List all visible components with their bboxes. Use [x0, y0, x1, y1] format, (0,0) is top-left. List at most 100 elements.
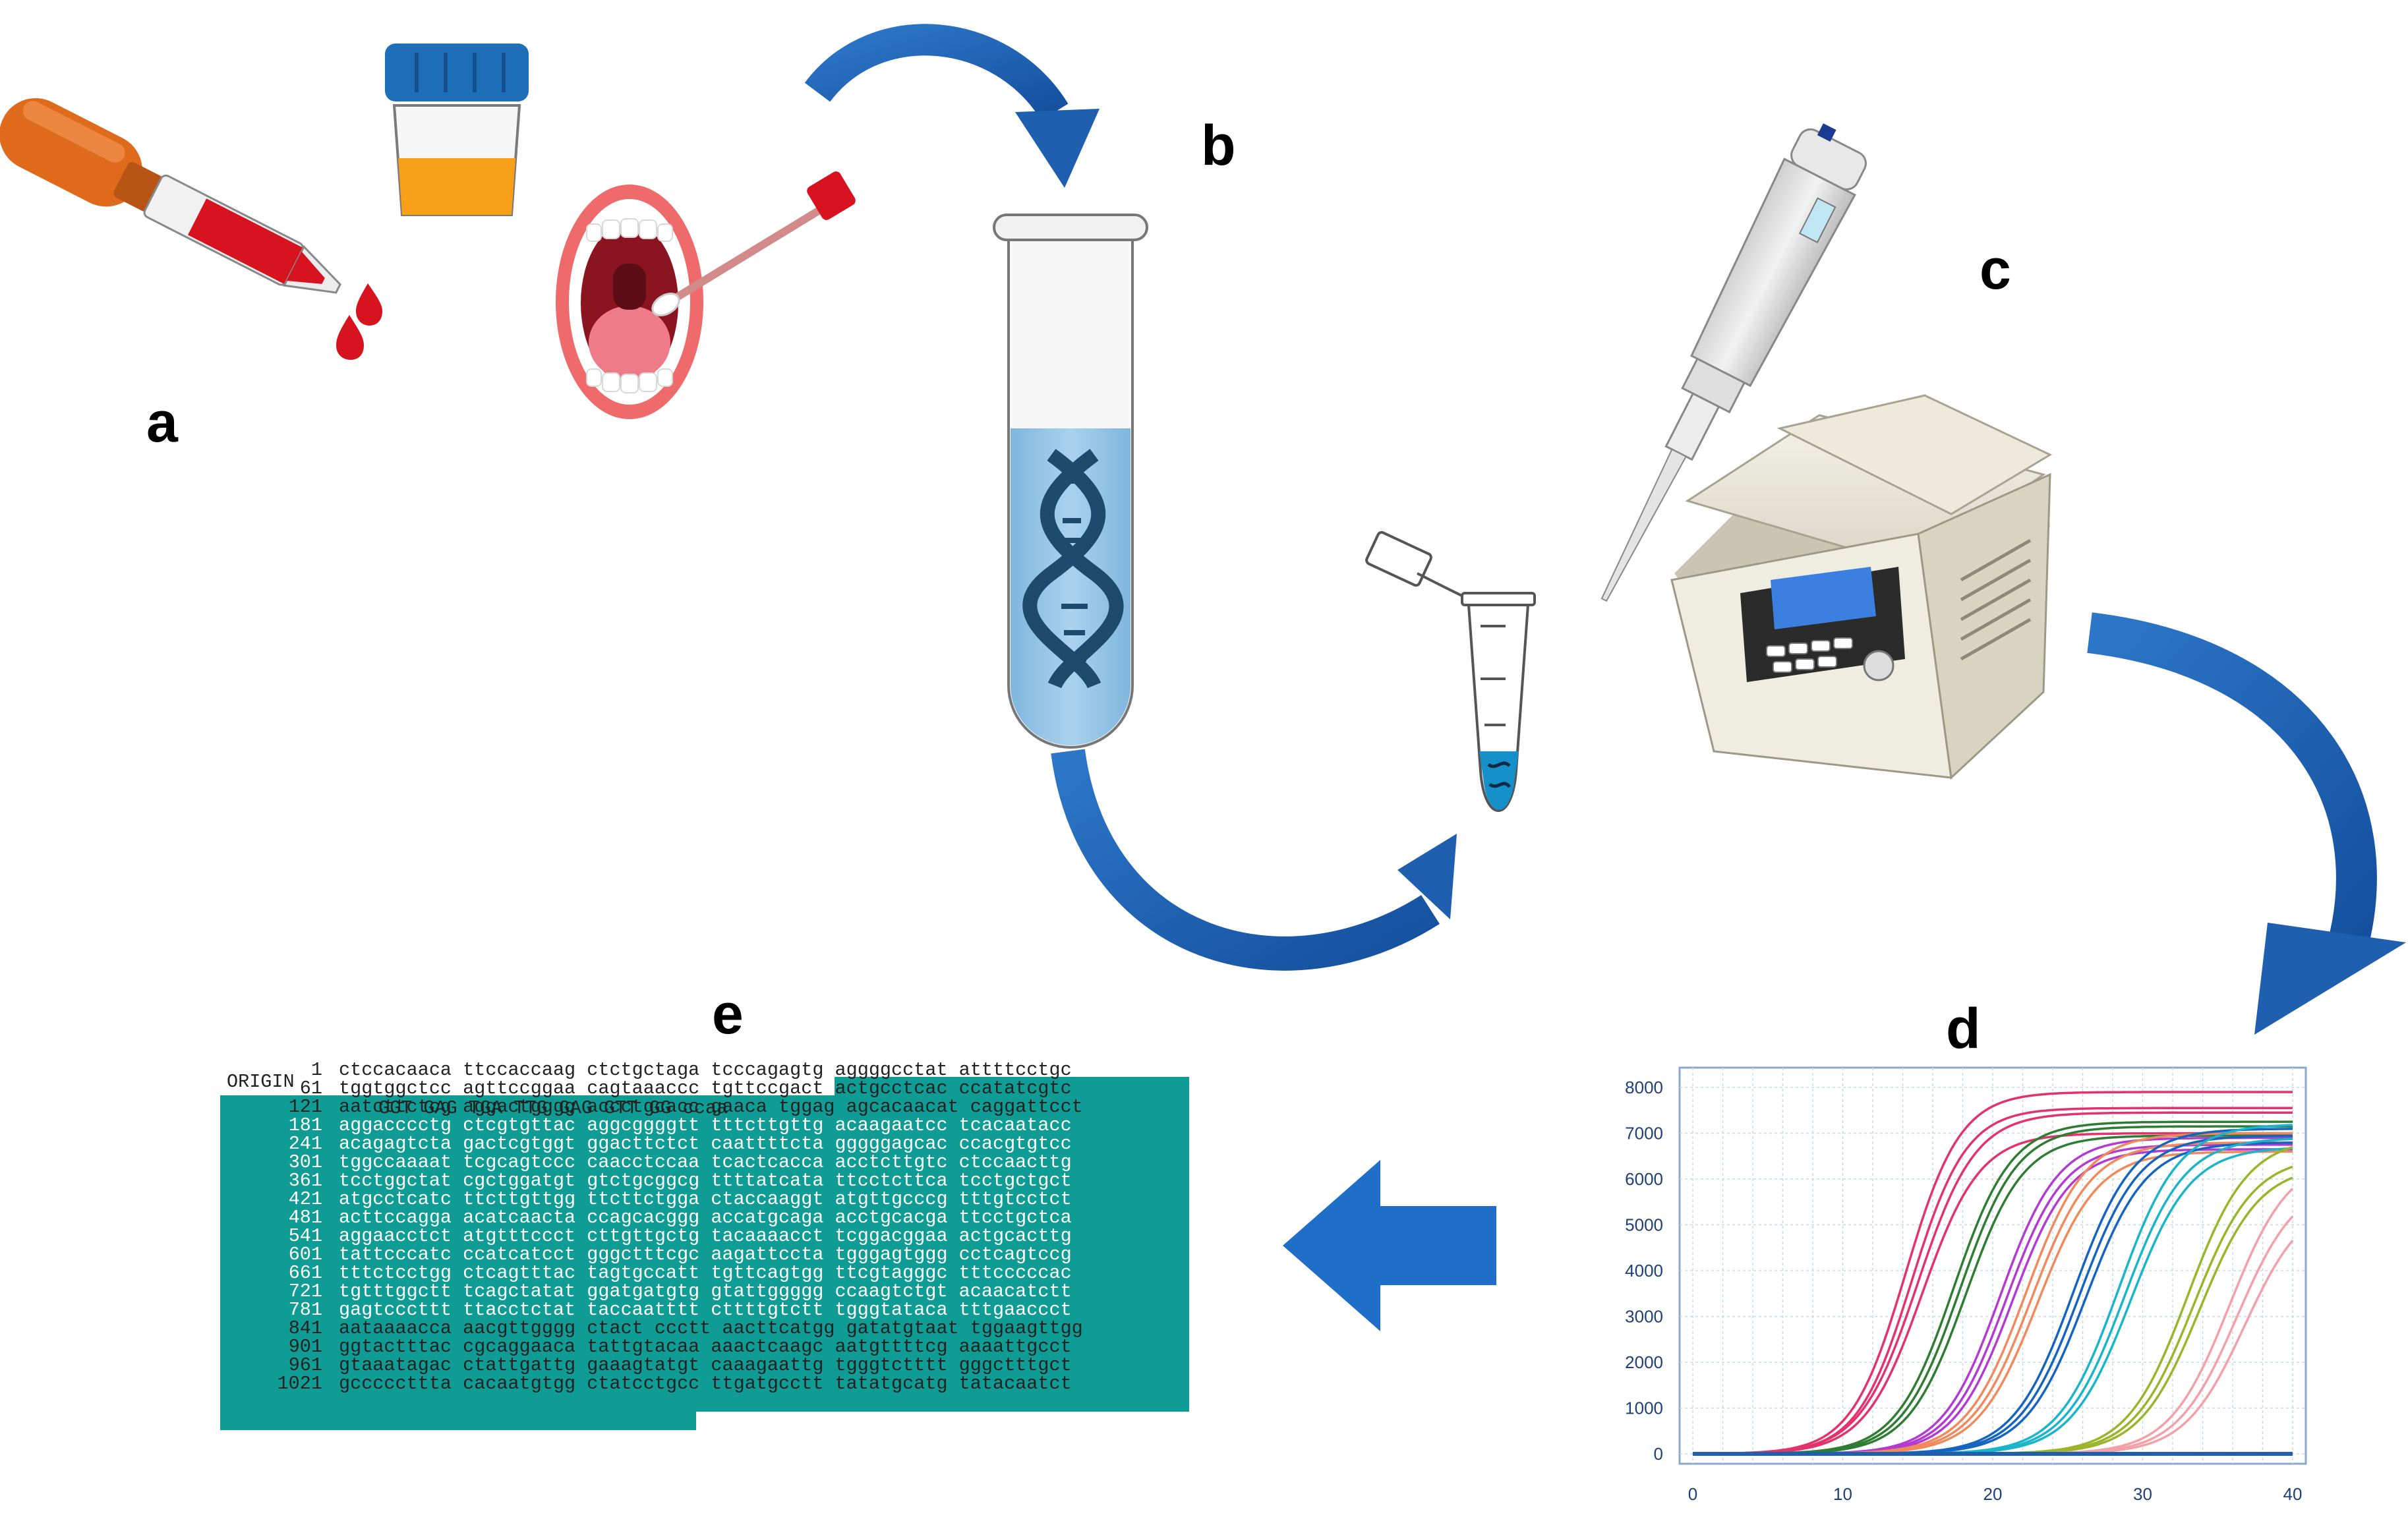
- sequence-bases: tggccaaaat tcgcagtccc caacctccaa tcactca…: [339, 1151, 1072, 1173]
- sequence-row: 661 tttctcctgg ctcagtttac tagtgccatt tgtt…: [220, 1262, 1189, 1284]
- sequence-bases: aggacccctg ctcgtgttac aggcggggtt tttcttg…: [339, 1114, 1072, 1136]
- sequence-row: 241 acagagtcta gactcgtggt ggacttctct caat…: [220, 1133, 1189, 1155]
- sequence-row: 1021 gcccccttta cacaatgtgg ctatcctgcc ttg…: [220, 1373, 1189, 1395]
- sequence-line-number: 181: [288, 1114, 322, 1136]
- sequence-line-number: 901: [288, 1336, 322, 1358]
- origin-text: GGT GAG TGA TTG GAG GTT GG ccaa: [378, 1097, 728, 1119]
- x-tick-label: 10: [1833, 1484, 1852, 1504]
- sequence-bases: tgtttggctt tcagctatat ggatgatgtg gtattgg…: [339, 1281, 1072, 1302]
- swab-icon: [651, 171, 856, 317]
- sequence-bases: aatcttctcg aggactgggg accctgcacc gaaca t…: [339, 1096, 1083, 1118]
- sequence-bases: atgcctcatc ttcttgttgg ttcttctgga ctaccaa…: [339, 1188, 1072, 1210]
- y-tick-label: 6000: [1625, 1169, 1663, 1189]
- sequence-row: 301 tggccaaaat tcgcagtccc caacctccaa tcac…: [220, 1153, 1189, 1172]
- sequence-line-number: 1021: [277, 1373, 322, 1395]
- sequence-origin: ORIGIN GGT GAG TGA TTG GAG GTT GG ccaa: [220, 1043, 1189, 1119]
- arrow-a-to-b-icon: [804, 24, 1100, 188]
- thermocycler-icon: [1670, 394, 2053, 780]
- dna-helix-icon: [1022, 449, 1124, 689]
- panel-c-pcr-setup: c: [1365, 123, 2053, 812]
- amplification-curve-4: [1693, 1132, 2293, 1455]
- amplification-curve-1: [1692, 1091, 2293, 1455]
- panel-label-e: e: [712, 983, 744, 1046]
- sequence-bases: aataaaacca aacgttgggg ctact ccctt aacttc…: [339, 1317, 1083, 1339]
- x-tick-label: 20: [1983, 1484, 2003, 1504]
- sequence-bases: aggaacctct atgtttccct cttgttgctg tacaaaa…: [339, 1225, 1072, 1247]
- sequence-line-number: 781: [288, 1299, 322, 1321]
- y-tick-label: 3000: [1625, 1307, 1663, 1327]
- sequence-line-number: 661: [288, 1262, 322, 1284]
- x-tick-label: 0: [1688, 1484, 1697, 1504]
- sequence-bases: gcccccttta cacaatgtgg ctatcctgcc ttgatgc…: [339, 1373, 1072, 1395]
- sequence-bases: tttctcctgg ctcagtttac tagtgccatt tgttcag…: [339, 1262, 1072, 1284]
- sequence-line-number: 421: [288, 1188, 322, 1210]
- sequence-line-number: 841: [288, 1317, 322, 1339]
- pipette-icon: [1600, 123, 1867, 602]
- sequence-row: 181 aggacccctg ctcgtgttac aggcggggtt tttc…: [220, 1116, 1189, 1135]
- urine-cup-icon: [385, 43, 529, 216]
- y-tick-label: 7000: [1625, 1124, 1663, 1143]
- panel-b-dna-extraction: b: [993, 114, 1236, 749]
- x-tick-label: 30: [2133, 1484, 2152, 1504]
- y-tick-label: 0: [1654, 1444, 1663, 1464]
- sequence-bases: gagtcccttt ttacctctat taccaatttt cttttgt…: [339, 1299, 1072, 1321]
- sequence-line-number: 721: [288, 1281, 322, 1302]
- microtube-icon: [1365, 531, 1536, 812]
- sequence-highlight-row-841: [220, 1412, 696, 1430]
- y-tick-label: 8000: [1625, 1078, 1663, 1097]
- blood-drop-icon: [336, 283, 382, 360]
- sequence-bases: tcctggctat cgctggatgt gtctgcggcg ttttatc…: [339, 1170, 1072, 1192]
- sequence-row: 901 ggtactttac cgcaggaaca tattgtacaa aaac…: [220, 1336, 1189, 1358]
- sequence-line-number: 601: [288, 1244, 322, 1265]
- sequence-row: 361 tcctggctat cgctggatgt gtctgcggcg tttt…: [220, 1170, 1189, 1192]
- arrow-left-icon: [1283, 1160, 1496, 1331]
- sequence-highlight-row-121: [835, 1077, 1189, 1095]
- sequence-row: 781 gagtcccttt ttacctctat taccaatttt cttt…: [220, 1299, 1189, 1321]
- sequence-highlight-block: [220, 1095, 1189, 1412]
- sequence-line-number: 961: [288, 1354, 322, 1376]
- sequence-line-number: 361: [288, 1170, 322, 1192]
- arrow-b-to-c-icon: [1051, 749, 1457, 971]
- sequence-bases: gtaaatagac ctattgattg gaaagtatgt caaagaa…: [339, 1354, 1072, 1376]
- panel-a-sample-collection: a: [0, 43, 856, 454]
- sequence-line-number: 301: [288, 1151, 322, 1173]
- origin-label: ORIGIN: [227, 1071, 295, 1093]
- sequence-line-number: 1: [310, 1059, 322, 1081]
- mouth-icon: [556, 185, 703, 419]
- panel-d-qpcr: d 0 1000 2000 3000 4000 5000 6000 7000 8000 0 10 20…: [1625, 997, 2307, 1504]
- y-tick-label: 2000: [1625, 1352, 1663, 1372]
- sequence-row: 541 aggaacctct atgtttccct cttgttgctg taca…: [220, 1225, 1189, 1247]
- panel-label-c: c: [1980, 238, 2011, 301]
- sequence-line-number: 541: [288, 1225, 322, 1247]
- sequence-row: 721 tgtttggctt tcagctatat ggatgatgtg gtat…: [220, 1282, 1189, 1301]
- amplification-chart: 0 1000 2000 3000 4000 5000 6000 7000 8000 0 10 20 30…: [1625, 1066, 2307, 1504]
- sequence-bases: ctccacaaca ttccaccaag ctctgctaga tcccaga…: [339, 1059, 1072, 1081]
- sequence-row: 1 ctccacaaca ttccaccaag ctctgctaga tcccag…: [220, 1059, 1189, 1081]
- sequence-row: 481 acttccagga acatcaacta ccagcacggg acca…: [220, 1207, 1189, 1228]
- panel-label-a: a: [146, 391, 179, 454]
- panel-label-b: b: [1201, 114, 1236, 177]
- sequence-bases: acttccagga acatcaacta ccagcacggg accatgc…: [339, 1207, 1072, 1228]
- sequence-line-number: 121: [288, 1096, 322, 1118]
- arrow-c-to-d-icon: [2087, 612, 2406, 1035]
- y-tick-label: 1000: [1625, 1398, 1663, 1418]
- y-tick-label: 4000: [1625, 1261, 1663, 1281]
- sequence-line-number: 61: [299, 1078, 322, 1099]
- sequence-row: 961 gtaaatagac ctattgattg gaaagtatgt caaa…: [220, 1356, 1189, 1375]
- x-tick-label: 40: [2283, 1484, 2303, 1504]
- dropper-icon: [0, 98, 341, 294]
- sequence-bases: tggtggctcc agttccggaa cagtaaaccc tgttccg…: [339, 1078, 1072, 1099]
- panel-label-d: d: [1946, 997, 1981, 1060]
- y-tick-label: 5000: [1625, 1215, 1663, 1235]
- sequence-bases: acagagtcta gactcgtggt ggacttctct caatttt…: [339, 1133, 1072, 1155]
- sequence-line-number: 241: [288, 1133, 322, 1155]
- sequence-row: 841 aataaaacca aacgttgggg ctact ccctt aac…: [220, 1319, 1189, 1338]
- sequence-bases: tattcccatc ccatcatcct gggctttcgc aagattc…: [339, 1244, 1072, 1265]
- sequence-row: 121 aatcttctcg aggactgggg accctgcacc gaac…: [220, 1096, 1189, 1118]
- sequence-row: 421 atgcctcatc ttcttgttgg ttcttctgga ctac…: [220, 1190, 1189, 1209]
- sequence-line-number: 481: [288, 1207, 322, 1228]
- sequence-view: ORIGIN GGT GAG TGA TTG GAG GTT GG ccaa 1…: [220, 1043, 1189, 1480]
- sequence-row: 61 tggtggctcc agttccggaa cagtaaaccc tgttc…: [220, 1078, 1189, 1099]
- sequence-bases: ggtactttac cgcaggaaca tattgtacaa aaactca…: [339, 1336, 1072, 1358]
